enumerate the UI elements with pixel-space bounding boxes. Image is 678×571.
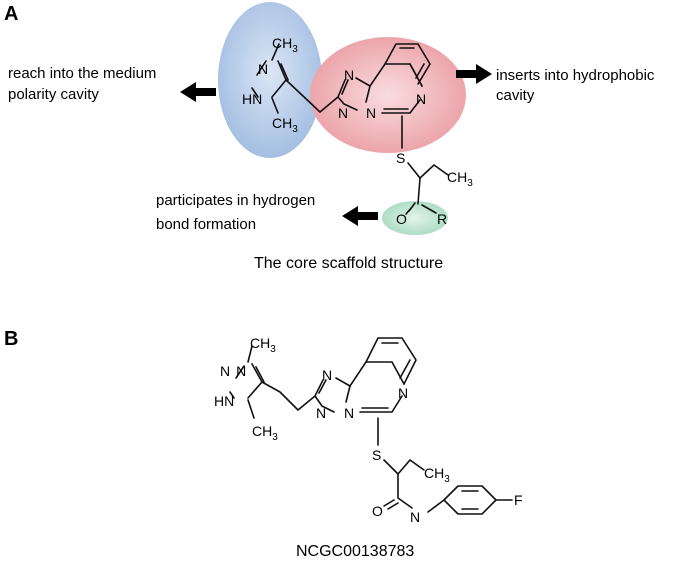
panel-b: B CH3 N bbox=[4, 328, 523, 560]
a-pyrazole-n: N bbox=[258, 61, 268, 77]
annotation-left-line2: polarity cavity bbox=[8, 86, 99, 103]
annotation-right-line1: inserts into hydrophobic bbox=[496, 67, 655, 84]
b-triazole-double-bond bbox=[318, 379, 327, 394]
b-quinazoline-top-bonds bbox=[349, 361, 405, 387]
s-chain-bonds bbox=[407, 162, 449, 179]
bottom-arrow-icon bbox=[342, 206, 378, 226]
b-methyl-bottom bbox=[247, 399, 255, 419]
b-benzene-bonds bbox=[365, 337, 417, 385]
a-triazole-n3: N bbox=[366, 105, 376, 121]
caption-compound: NCGC00138783 bbox=[296, 543, 414, 560]
b-methyl-top bbox=[247, 345, 253, 363]
panel-a: A reach into the medium polarity cavity … bbox=[4, 2, 655, 272]
b-benzene-double-bonds bbox=[381, 342, 411, 379]
carbonyl-bonds bbox=[405, 177, 437, 215]
panel-b-label: B bbox=[4, 328, 18, 350]
b-oxygen: O bbox=[372, 503, 383, 519]
benzene-double-bonds bbox=[399, 47, 425, 79]
b-triazole-n3: N bbox=[344, 405, 354, 421]
benzene-bonds bbox=[384, 43, 431, 85]
compound-structure bbox=[229, 337, 513, 515]
a-r-group: R bbox=[437, 211, 447, 227]
pyrimidine-bonds bbox=[381, 63, 423, 114]
a-ch3-chain: CH3 bbox=[447, 169, 473, 189]
annotation-bottom-line2: bond formation bbox=[156, 216, 256, 233]
b-ethyl-linker bbox=[261, 381, 316, 411]
pyrazole-methyl-bottom bbox=[271, 97, 279, 114]
b-fluorophenyl-double-bonds bbox=[461, 490, 479, 510]
b-pyrazole-hn: HN bbox=[214, 393, 234, 409]
pyrazole-highlight bbox=[218, 2, 322, 158]
annotation-left-line1: reach into the medium bbox=[8, 65, 156, 82]
b-fluorine: F bbox=[514, 492, 523, 508]
b-chain-bonds bbox=[383, 459, 425, 475]
a-oxygen: O bbox=[396, 211, 407, 227]
b-amide-bonds bbox=[383, 473, 413, 510]
ethyl-linker bbox=[285, 79, 339, 113]
a-triazole-n2: N bbox=[338, 105, 348, 121]
panel-a-label: A bbox=[4, 3, 18, 25]
b-pyrazole-double-bond bbox=[255, 366, 265, 383]
annotation-right-line2: cavity bbox=[496, 87, 535, 104]
scaffold-structure bbox=[251, 43, 449, 215]
b-ch3-chain: CH3 bbox=[424, 465, 450, 485]
caption-scaffold: The core scaffold structure bbox=[254, 255, 443, 272]
a-ch3-top: CH3 bbox=[272, 35, 298, 55]
pyrazole-methyl-top bbox=[271, 43, 280, 61]
a-sulfur: S bbox=[396, 150, 405, 166]
annotation-bottom-line1: participates in hydrogen bbox=[156, 192, 315, 209]
b-sulfur: S bbox=[372, 447, 381, 463]
triazole-double-bond bbox=[341, 79, 349, 95]
b-amide-nh: NNH bbox=[410, 509, 430, 539]
b-quinazoline-n: N bbox=[398, 385, 408, 401]
a-quinazoline-n: N bbox=[416, 91, 426, 107]
b-ch3-bottom: CH3 bbox=[252, 423, 278, 443]
left-arrow-icon bbox=[180, 82, 216, 102]
b-ch3-top: CH3 bbox=[250, 335, 276, 355]
a-triazole-n1: N bbox=[344, 67, 354, 83]
right-arrow-icon bbox=[456, 64, 492, 84]
b-pyrimidine-bonds bbox=[359, 395, 403, 413]
carbonyl-highlight bbox=[382, 201, 448, 235]
b-triazole-n1: N bbox=[322, 367, 332, 383]
core-highlight bbox=[310, 37, 466, 153]
a-ch3-bottom: CH3 bbox=[272, 115, 298, 135]
b-triazole-n2: N bbox=[316, 405, 326, 421]
a-pyrazole-hn: HN bbox=[242, 91, 262, 107]
b-n-aryl-bond bbox=[427, 499, 445, 513]
pyrazole-double-bond bbox=[280, 63, 289, 81]
